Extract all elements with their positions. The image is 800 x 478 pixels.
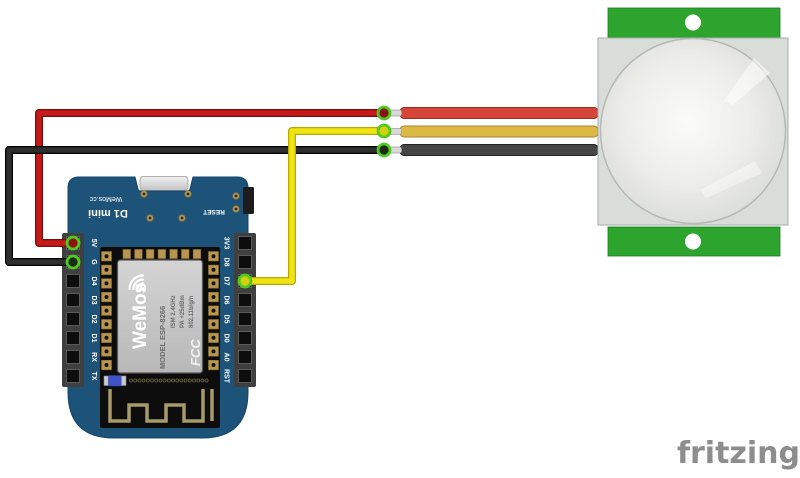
shield-spec2-text: PA +25dBm	[180, 295, 186, 328]
pir-mounting-tabs	[607, 7, 781, 257]
mounting-hole-bottom	[685, 233, 701, 250]
pir-motion-sensor[interactable]	[597, 7, 789, 257]
svg-text:D2: D2	[90, 315, 97, 324]
module-side-pads	[101, 251, 219, 371]
svg-text:D4: D4	[90, 277, 97, 286]
svg-text:A0: A0	[223, 353, 230, 362]
dome-highlights	[700, 58, 770, 198]
pir-cable-gnd	[399, 144, 599, 156]
svg-text:5V: 5V	[90, 239, 97, 248]
wire-red-5v[interactable]	[35, 109, 388, 247]
board-vias	[140, 190, 240, 222]
module-hole-row	[129, 378, 209, 383]
shield-spec3-text: 802.11b/g/n	[189, 295, 195, 328]
svg-text:D1: D1	[90, 334, 97, 343]
svg-text:D3: D3	[90, 296, 97, 305]
svg-text:G: G	[90, 259, 97, 265]
rf-shield	[116, 259, 204, 374]
svg-text:D6: D6	[223, 296, 230, 305]
shield-logo-text: WeMos	[130, 283, 151, 349]
esp8266-module: WeMos MODEL ESP-8266 ISM 2.4GHz PA +25dB…	[100, 247, 220, 428]
pir-sensor-cables	[386, 107, 599, 156]
silk-model-text: D1 mini	[88, 207, 128, 219]
svg-text:D0: D0	[223, 334, 230, 343]
right-pin-header[interactable]	[234, 233, 256, 387]
svg-text:3V3: 3V3	[223, 237, 230, 250]
svg-text:D5: D5	[223, 315, 230, 324]
shield-spec1-text: ISM 2.4GHz	[171, 295, 177, 328]
fritzing-watermark: fritzing	[676, 436, 800, 471]
silk-brand-text: WeMos.cc	[89, 195, 122, 202]
wifi-logo-icon	[128, 274, 146, 292]
smd-component	[103, 375, 127, 387]
reset-button[interactable]	[243, 187, 254, 214]
left-pin-labels: 5V G D4 D3 D2 D1 RX TX	[90, 239, 97, 381]
shield-model-text: MODEL ESP-8266	[158, 306, 167, 369]
connection-points[interactable]	[65, 105, 392, 289]
pir-cable-vcc	[399, 107, 599, 119]
wemos-d1-mini-board[interactable]: WeMos.cc D1 mini RESET 5V G D4	[62, 176, 256, 439]
svg-text:RX: RX	[90, 352, 97, 362]
svg-text:D8: D8	[223, 258, 230, 267]
pir-cable-out	[399, 125, 599, 138]
wire-yellow-d7[interactable]	[241, 127, 388, 285]
fcc-mark: FCC	[188, 339, 203, 366]
silk-reset-label: RESET	[203, 208, 225, 215]
pcb-antenna-trace	[108, 389, 214, 423]
svg-text:TX: TX	[90, 372, 97, 381]
right-pin-labels: 3V3 D8 D7 D6 D5 D0 A0 RST	[223, 237, 230, 384]
svg-text:RST: RST	[223, 369, 230, 384]
svg-text:D7: D7	[223, 277, 230, 286]
wire-black-gnd[interactable]	[5, 146, 388, 266]
module-top-pads	[122, 249, 201, 259]
mounting-hole-top	[685, 14, 701, 31]
usb-connector	[139, 176, 189, 191]
